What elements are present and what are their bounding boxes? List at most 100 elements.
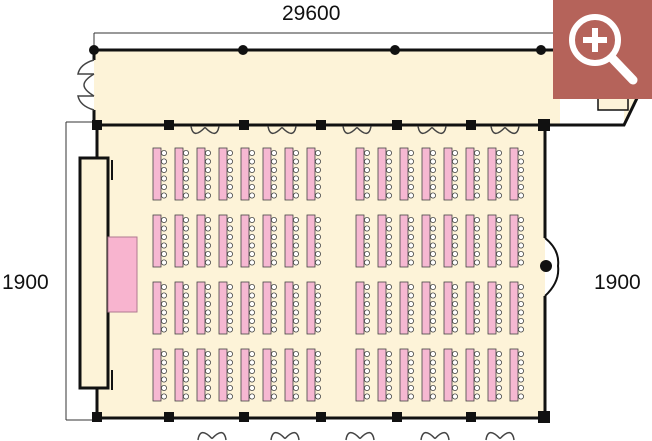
chair (226, 242, 233, 249)
chair (226, 393, 233, 400)
chair (226, 309, 233, 316)
chair (518, 242, 525, 249)
chair (495, 350, 502, 357)
chair (160, 300, 167, 307)
double-door (420, 431, 450, 441)
chair (451, 317, 458, 324)
chair (495, 384, 502, 391)
chair (518, 283, 525, 290)
chair (473, 233, 480, 240)
chair (226, 183, 233, 190)
chair (429, 158, 436, 165)
chair (473, 376, 480, 383)
zoom-button[interactable] (553, 0, 652, 99)
chair (363, 300, 370, 307)
chair (160, 175, 167, 182)
chair (363, 183, 370, 190)
chair (226, 175, 233, 182)
chair (407, 393, 414, 400)
chair (407, 292, 414, 299)
chair (292, 283, 299, 290)
seating-table (443, 281, 458, 335)
chair (248, 326, 255, 333)
chair (248, 359, 255, 366)
chair (518, 376, 525, 383)
double-door (190, 125, 220, 135)
chair (270, 283, 277, 290)
chair (451, 250, 458, 257)
chair (407, 183, 414, 190)
chair (495, 158, 502, 165)
chair (314, 283, 321, 290)
chair (495, 376, 502, 383)
chair (385, 175, 392, 182)
chair (495, 250, 502, 257)
chair (518, 192, 525, 199)
chair (226, 283, 233, 290)
chair (495, 242, 502, 249)
seating-table (262, 281, 277, 335)
chair (451, 376, 458, 383)
entrance-door-left (77, 59, 95, 111)
chair (451, 359, 458, 366)
chair (182, 259, 189, 266)
chair (363, 225, 370, 232)
chair (314, 393, 321, 400)
chair (248, 149, 255, 156)
chair (385, 158, 392, 165)
chair (292, 326, 299, 333)
chair (160, 183, 167, 190)
chair (429, 149, 436, 156)
chair (204, 158, 211, 165)
seating-table (443, 147, 458, 201)
chair (182, 376, 189, 383)
chair (451, 326, 458, 333)
chair (314, 259, 321, 266)
seating-table (377, 281, 392, 335)
chair (226, 300, 233, 307)
chair (248, 158, 255, 165)
chair (182, 233, 189, 240)
chair (518, 300, 525, 307)
chair (204, 350, 211, 357)
chair (248, 225, 255, 232)
left-depth-dimension-label: 1900 (2, 271, 49, 294)
chair (160, 166, 167, 173)
seating-table (240, 214, 255, 268)
chair (248, 283, 255, 290)
chair (495, 259, 502, 266)
chair (407, 367, 414, 374)
chair (407, 158, 414, 165)
chair (518, 233, 525, 240)
chair (270, 149, 277, 156)
seating-table (421, 348, 436, 402)
chair (451, 166, 458, 173)
chair (182, 317, 189, 324)
chair (160, 317, 167, 324)
chair (248, 292, 255, 299)
chair (248, 317, 255, 324)
chair (429, 242, 436, 249)
seating-table (465, 214, 480, 268)
chair (204, 166, 211, 173)
chair (451, 393, 458, 400)
chair (292, 149, 299, 156)
chair (518, 259, 525, 266)
chair (407, 225, 414, 232)
chair (495, 149, 502, 156)
seating-table (284, 281, 299, 335)
chair (292, 350, 299, 357)
chair (270, 259, 277, 266)
chair (385, 376, 392, 383)
chair (160, 326, 167, 333)
chair (292, 367, 299, 374)
chair (248, 175, 255, 182)
chair (226, 192, 233, 199)
chair (518, 183, 525, 190)
seating-table (487, 147, 502, 201)
chair (182, 350, 189, 357)
seating-table (306, 281, 321, 335)
chair (407, 309, 414, 316)
chair (385, 283, 392, 290)
chair (292, 175, 299, 182)
